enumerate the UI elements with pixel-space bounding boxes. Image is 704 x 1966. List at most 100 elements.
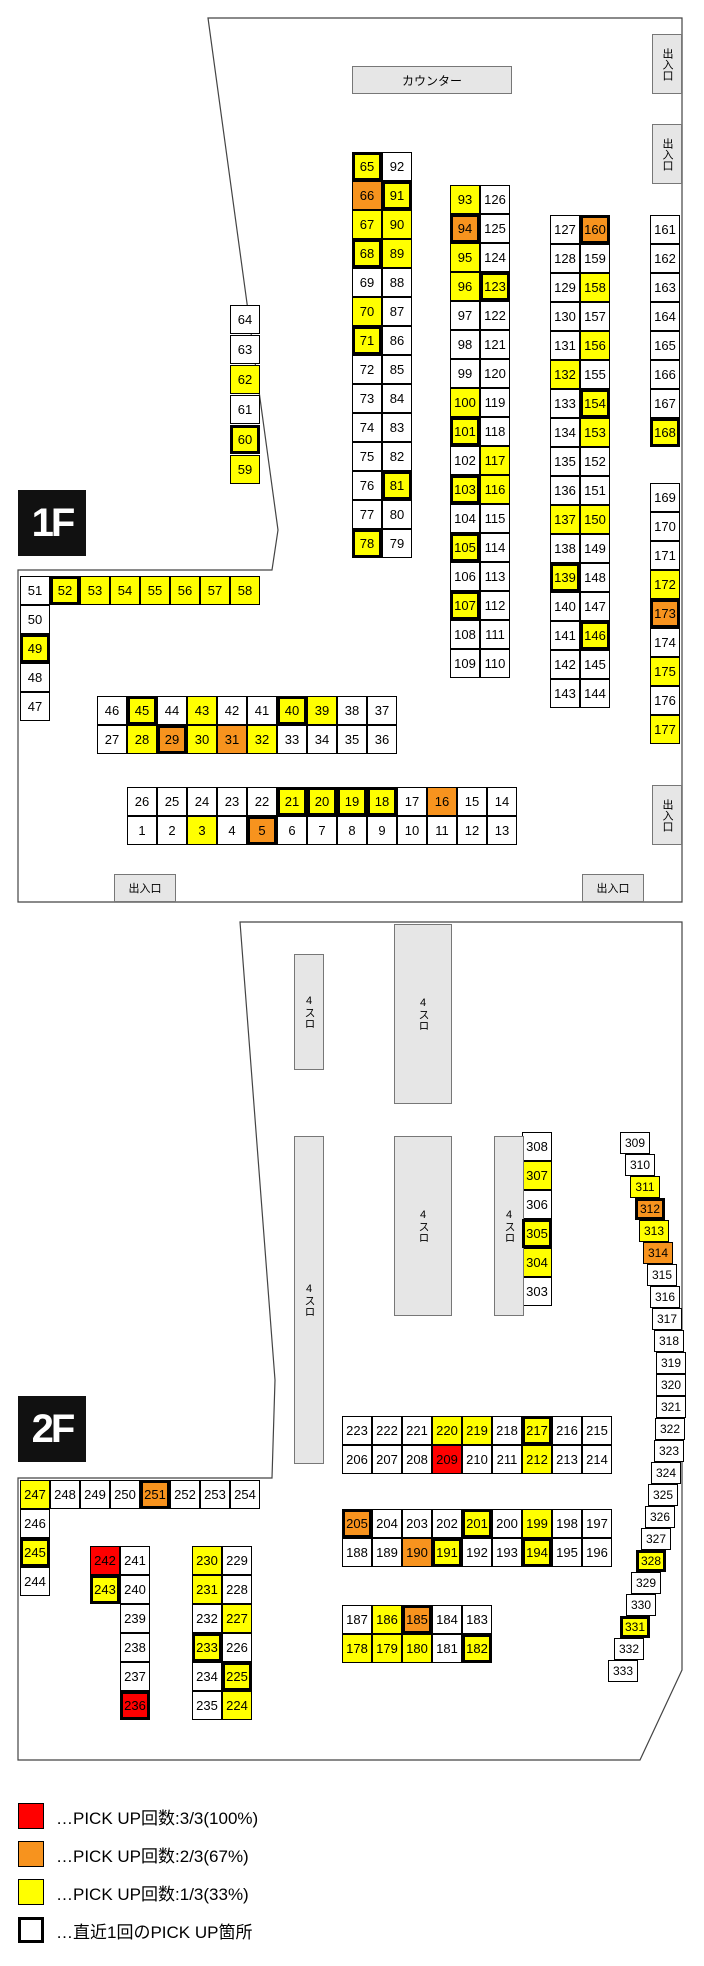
machine-199: 199 — [522, 1509, 552, 1538]
machine-53: 53 — [80, 576, 110, 605]
machine-130: 130 — [550, 302, 580, 331]
slo4-pillar-c: 4スロ — [394, 924, 452, 1104]
machine-317: 317 — [652, 1308, 682, 1330]
machine-70: 70 — [352, 297, 382, 326]
machine-129: 129 — [550, 273, 580, 302]
machine-185: 185 — [402, 1605, 432, 1634]
legend-swatch — [18, 1841, 44, 1867]
machine-134: 134 — [550, 418, 580, 447]
machine-251: 251 — [140, 1480, 170, 1509]
machine-169: 169 — [650, 483, 680, 512]
machine-170: 170 — [650, 512, 680, 541]
machine-28: 28 — [127, 725, 157, 754]
machine-193: 193 — [492, 1538, 522, 1567]
machine-33: 33 — [277, 725, 307, 754]
machine-127: 127 — [550, 215, 580, 244]
machine-141: 141 — [550, 621, 580, 650]
machine-26: 26 — [127, 787, 157, 816]
machine-118: 118 — [480, 417, 510, 446]
machine-217: 217 — [522, 1416, 552, 1445]
machine-330: 330 — [626, 1594, 656, 1616]
machine-140: 140 — [550, 592, 580, 621]
machine-231: 231 — [192, 1575, 222, 1604]
machine-110: 110 — [480, 649, 510, 678]
machine-92: 92 — [382, 152, 412, 181]
machine-52: 52 — [50, 576, 80, 605]
machine-320: 320 — [656, 1374, 686, 1396]
machine-1: 1 — [127, 816, 157, 845]
machine-331: 331 — [620, 1616, 650, 1638]
machine-124: 124 — [480, 243, 510, 272]
machine-22: 22 — [247, 787, 277, 816]
machine-2: 2 — [157, 816, 187, 845]
machine-311: 311 — [630, 1176, 660, 1198]
machine-178: 178 — [342, 1634, 372, 1663]
machine-237: 237 — [120, 1662, 150, 1691]
machine-313: 313 — [639, 1220, 669, 1242]
floor-1f-outline — [17, 17, 683, 903]
machine-307: 307 — [522, 1161, 552, 1190]
machine-6: 6 — [277, 816, 307, 845]
machine-175: 175 — [650, 657, 680, 686]
machine-179: 179 — [372, 1634, 402, 1663]
machine-111: 111 — [480, 620, 510, 649]
machine-318: 318 — [654, 1330, 684, 1352]
machine-150: 150 — [580, 505, 610, 534]
machine-183: 183 — [462, 1605, 492, 1634]
machine-190: 190 — [402, 1538, 432, 1567]
machine-174: 174 — [650, 628, 680, 657]
machine-200: 200 — [492, 1509, 522, 1538]
machine-8: 8 — [337, 816, 367, 845]
machine-94: 94 — [450, 214, 480, 243]
machine-316: 316 — [650, 1286, 680, 1308]
machine-120: 120 — [480, 359, 510, 388]
machine-78: 78 — [352, 529, 382, 558]
machine-64: 64 — [230, 305, 260, 334]
machine-238: 238 — [120, 1633, 150, 1662]
machine-322: 322 — [655, 1418, 685, 1440]
machine-24: 24 — [187, 787, 217, 816]
machine-211: 211 — [492, 1445, 522, 1474]
counter-text: カウンター — [401, 73, 462, 88]
machine-321: 321 — [656, 1396, 686, 1418]
machine-328: 328 — [636, 1550, 666, 1572]
machine-66: 66 — [352, 181, 382, 210]
entrance-text: 出入口 — [128, 883, 162, 895]
machine-57: 57 — [200, 576, 230, 605]
machine-77: 77 — [352, 500, 382, 529]
machine-29: 29 — [157, 725, 187, 754]
slo4-text: 4スロ — [303, 1283, 315, 1317]
machine-168: 168 — [650, 418, 680, 447]
machine-35: 35 — [337, 725, 367, 754]
machine-121: 121 — [480, 330, 510, 359]
slo4-pillar-d: 4スロ — [394, 1136, 452, 1316]
machine-236: 236 — [120, 1691, 150, 1720]
entrance-text: 出入口 — [596, 883, 630, 895]
legend-swatch — [18, 1803, 44, 1829]
machine-188: 188 — [342, 1538, 372, 1567]
machine-106: 106 — [450, 562, 480, 591]
machine-203: 203 — [402, 1509, 432, 1538]
machine-138: 138 — [550, 534, 580, 563]
machine-74: 74 — [352, 413, 382, 442]
machine-182: 182 — [462, 1634, 492, 1663]
entrance-text: 出入口 — [661, 47, 673, 81]
machine-152: 152 — [580, 447, 610, 476]
machine-48: 48 — [20, 663, 50, 692]
machine-198: 198 — [552, 1509, 582, 1538]
machine-63: 63 — [230, 335, 260, 364]
entrance-1f-bottom-left: 出入口 — [114, 874, 176, 902]
machine-9: 9 — [367, 816, 397, 845]
machine-252: 252 — [170, 1480, 200, 1509]
slo4-text: 4スロ — [417, 1209, 429, 1243]
machine-155: 155 — [580, 360, 610, 389]
machine-210: 210 — [462, 1445, 492, 1474]
machine-43: 43 — [187, 696, 217, 725]
machine-161: 161 — [650, 215, 680, 244]
machine-122: 122 — [480, 301, 510, 330]
machine-139: 139 — [550, 563, 580, 592]
machine-23: 23 — [217, 787, 247, 816]
machine-62: 62 — [230, 365, 260, 394]
machine-201: 201 — [462, 1509, 492, 1538]
machine-11: 11 — [427, 816, 457, 845]
